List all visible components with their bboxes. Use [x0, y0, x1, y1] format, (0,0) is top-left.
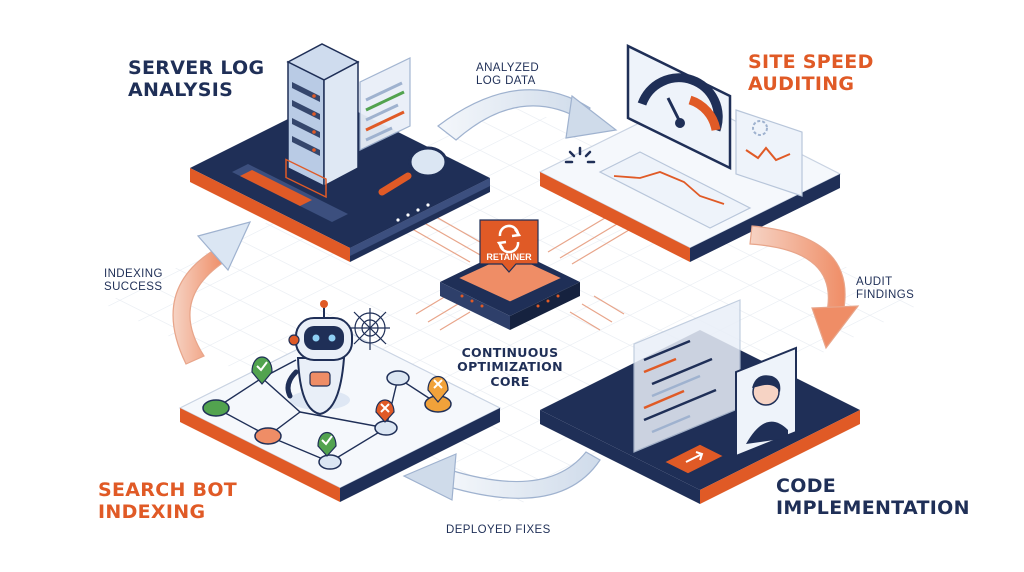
speed-side-card — [735, 109, 803, 197]
label-deployed-fixes: DEPLOYED FIXES — [446, 524, 551, 536]
log-screen — [359, 57, 411, 151]
spinner-icon — [564, 146, 596, 164]
arrow-up-right-icon[interactable] — [662, 443, 726, 475]
title-code-implementation: CODE IMPLEMENTATION — [776, 475, 970, 519]
speed-chart-card — [598, 151, 752, 229]
developer-avatar-icon — [735, 346, 797, 458]
core-caption: CONTINUOUS OPTIMIZATION CORE — [457, 345, 563, 389]
label-audit-findings: AUDIT FINDINGS — [856, 276, 915, 302]
title-site-speed: SITE SPEED AUDITING — [748, 51, 874, 95]
label-indexing-success: INDEXING SUCCESS — [104, 268, 163, 294]
arrow-indexing — [172, 221, 252, 365]
arrow-audit — [749, 225, 860, 350]
speedometer-icon — [626, 43, 732, 171]
title-server-log: SERVER LOG ANALYSIS — [128, 57, 265, 101]
core-chip-label: RETAINER — [486, 252, 532, 262]
refresh-icon — [496, 224, 522, 254]
magnifier-icon — [378, 146, 448, 196]
check-icon — [251, 356, 337, 457]
arrow-deployed — [402, 451, 601, 501]
title-search-bot: SEARCH BOT INDEXING — [98, 479, 238, 523]
x-icon — [375, 375, 449, 423]
server-rack-icon — [285, 43, 360, 199]
spider-web-icon — [350, 308, 390, 350]
robot-icon — [285, 300, 353, 416]
code-editor-icon — [633, 299, 741, 453]
bot-nodes — [202, 370, 452, 470]
arrow-analyzed — [437, 89, 618, 141]
label-analyzed-log-data: ANALYZED LOG DATA — [476, 62, 540, 88]
core-chip — [440, 219, 580, 330]
